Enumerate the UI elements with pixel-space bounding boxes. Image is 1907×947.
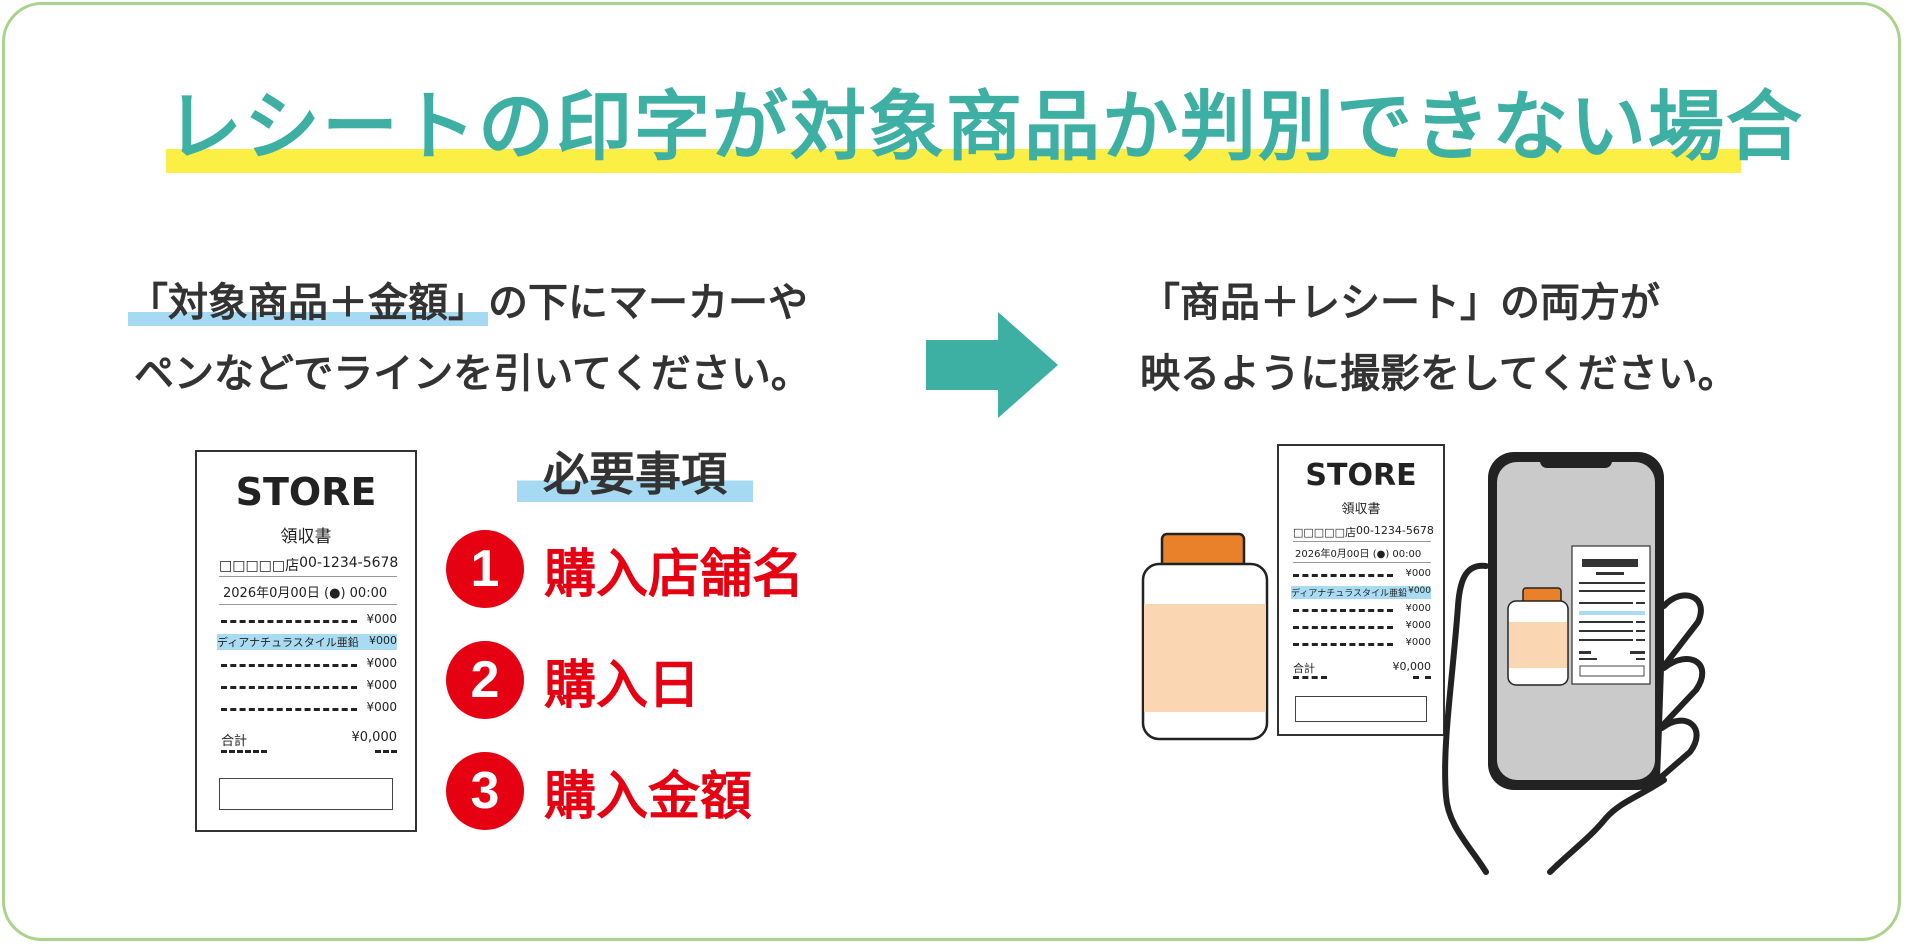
receipt-doc-title: 領収書: [1341, 502, 1381, 517]
receipt-item-row: ¥000: [1293, 568, 1431, 579]
receipt-item-row: ¥000: [221, 656, 397, 670]
receipt-store: STORE: [235, 470, 377, 514]
hand-icon: [1442, 562, 1706, 875]
required-item: 2 購入日: [446, 641, 700, 719]
right-arrow-icon: [926, 312, 1058, 418]
required-item-label: 購入店舗名: [544, 544, 805, 605]
receipt-barcode-box: [1295, 696, 1427, 722]
receipt-item-price: ¥000: [1405, 620, 1431, 631]
receipt-item-row: ¥000: [1293, 603, 1431, 614]
supplement-bottle-icon: [1141, 532, 1269, 741]
required-item-label: 購入金額: [544, 766, 753, 827]
receipt-item-price: ¥000: [366, 656, 397, 670]
receipt-total-row: 合計 ¥0,000: [221, 730, 397, 749]
receipt-shop-name: □□□□□店: [219, 558, 300, 574]
receipt-sample: STORE 領収書 □□□□□店 00-1234-5678 2026年0月00日…: [195, 450, 417, 832]
right-instruction-line1: 「商品＋レシート」の両方が: [1140, 280, 1660, 326]
receipt-item-price: ¥000: [369, 634, 397, 647]
receipt-datetime: 2026年0月00日 (●) 00:00: [223, 586, 388, 601]
title-highlight: [166, 149, 1741, 173]
receipt-item-price: ¥000: [1405, 603, 1431, 614]
receipt-total-row: 合計 ¥0,000: [1293, 660, 1431, 676]
instruction-highlight-text: 「対象商品＋金額」: [128, 280, 488, 326]
left-instruction-line1: 「対象商品＋金額」の下にマーカーや: [128, 277, 808, 329]
number-badge: 1: [446, 530, 524, 608]
receipt-total-dashes: [1293, 676, 1431, 679]
receipt-shop-name: □□□□□店: [1293, 526, 1356, 539]
receipt-datetime-row: 2026年0月00日 (●) 00:00: [223, 582, 397, 601]
receipt-total-label: 合計: [1293, 662, 1315, 675]
right-instruction-line2: 映るように撮影をしてください。: [1140, 351, 1738, 397]
receipt-item-name: ディアナチュラスタイル亜鉛: [1291, 589, 1408, 599]
receipt-item-price: ¥000: [366, 612, 397, 626]
required-item-label: 購入日: [544, 655, 701, 716]
receipt-barcode-box: [219, 778, 393, 810]
receipt-item-price: ¥000: [1408, 586, 1431, 596]
receipt-doc-title: 領収書: [280, 527, 332, 547]
receipt-store: STORE: [1305, 458, 1417, 493]
receipt-phone: 00-1234-5678: [299, 555, 399, 571]
receipt-item-row-highlighted: ディアナチュラスタイル亜鉛¥000: [1291, 586, 1431, 599]
receipt-item-price: ¥000: [1405, 568, 1431, 579]
receipt-item-price: ¥000: [366, 700, 397, 714]
required-item: 3 購入金額: [446, 752, 752, 830]
number-badge: 2: [446, 641, 524, 719]
receipt-item-row: ¥000: [1293, 637, 1431, 648]
required-title: 必要事項: [517, 446, 753, 502]
smartphone-icon: [1488, 452, 1664, 790]
receipt-shop-row: □□□□□店 00-1234-5678: [219, 555, 399, 575]
left-instruction-line2: ペンなどでラインを引いてください。: [134, 351, 811, 397]
number-badge: 3: [446, 752, 524, 830]
instruction-text: の下にマーカーや: [488, 280, 808, 326]
required-item: 1 購入店舗名: [446, 530, 804, 608]
receipt-item-row: ¥000: [221, 678, 397, 692]
receipt-item-row: ¥000: [221, 612, 397, 626]
receipt-datetime-row: 2026年0月00日 (●) 00:00: [1295, 545, 1431, 560]
receipt-item-price: ¥000: [1405, 637, 1431, 648]
receipt-item-price: ¥000: [366, 678, 397, 692]
receipt-total-value: ¥0,000: [351, 730, 398, 745]
receipt-item-row-highlighted: ディアナチュラスタイル亜鉛 ¥000: [217, 634, 397, 650]
receipt-item-name: ディアナチュラスタイル亜鉛: [217, 636, 359, 649]
receipt-datetime: 2026年0月00日 (●) 00:00: [1295, 549, 1422, 560]
receipt-item-row: ¥000: [1293, 620, 1431, 631]
receipt-phone: 00-1234-5678: [1355, 524, 1434, 537]
smartphone-in-hand-illustration: [1442, 452, 1706, 875]
receipt-total-label: 合計: [221, 734, 248, 749]
receipt-shop-row: □□□□□店 00-1234-5678: [1293, 524, 1434, 540]
page-title: レシートの印字が対象商品か判別できない場合: [166, 82, 1804, 171]
receipt-photo-sample: STORE 領収書 □□□□□店 00-1234-5678 2026年0月00日…: [1277, 444, 1445, 736]
receipt-total-dashes: [221, 750, 397, 753]
receipt-total-value: ¥0,000: [1392, 660, 1432, 673]
receipt-item-row: ¥000: [221, 700, 397, 714]
